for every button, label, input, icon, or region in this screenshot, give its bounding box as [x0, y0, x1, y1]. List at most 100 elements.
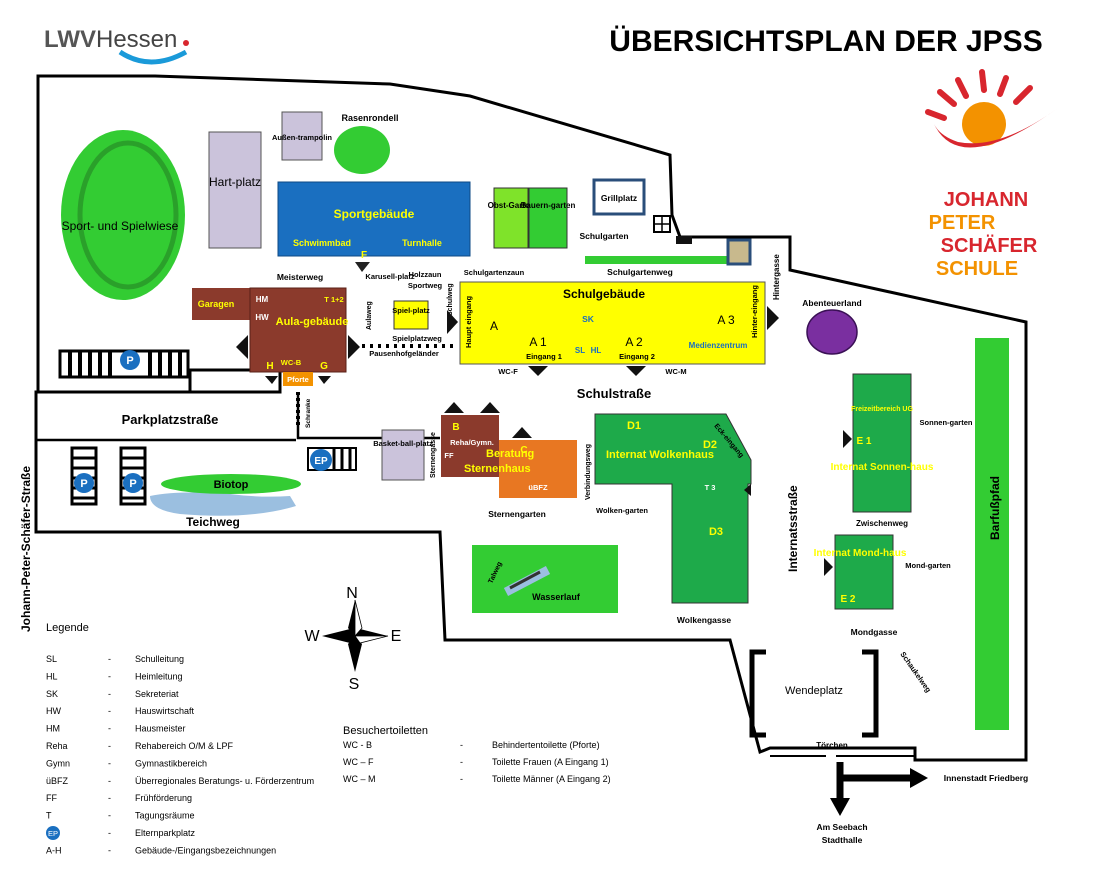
legend-dash: -	[460, 774, 463, 784]
svg-text:P: P	[80, 478, 87, 490]
legend-dash: -	[108, 724, 111, 734]
legend-dash: -	[108, 793, 111, 803]
svg-text:FF: FF	[444, 451, 454, 460]
aussentrampolin	[281, 111, 323, 161]
svg-text:Spiel-platz: Spiel-platz	[392, 306, 430, 315]
lwv-logo-text: LWVHessen	[44, 26, 177, 53]
svg-text:Meisterweg: Meisterweg	[277, 272, 323, 282]
svg-text:Stadthalle: Stadthalle	[822, 835, 863, 845]
svg-text:Schulgartenzaun: Schulgartenzaun	[464, 268, 525, 277]
legend-desc: Sekreteriat	[135, 689, 179, 699]
svg-text:Schulgebäude: Schulgebäude	[563, 287, 645, 301]
svg-text:Schulgartenweg: Schulgartenweg	[607, 267, 673, 277]
svg-text:Wasserlauf: Wasserlauf	[532, 592, 581, 602]
svg-text:SL: SL	[575, 346, 585, 355]
svg-text:Schranke: Schranke	[305, 398, 312, 428]
legend-dash: -	[108, 845, 111, 855]
internat-sonnenhaus	[852, 373, 912, 513]
svg-text:D1: D1	[627, 420, 641, 432]
aulagebaeude	[249, 287, 347, 373]
legend-desc: Rehabereich O/M & LPF	[135, 741, 234, 751]
arrow-innenstadt	[836, 762, 912, 782]
legend-dash: -	[108, 811, 111, 821]
svg-text:Schulweg: Schulweg	[447, 283, 454, 316]
abenteuerland	[806, 309, 858, 355]
garagen	[192, 288, 252, 320]
svg-text:Mond-garten: Mond-garten	[905, 561, 951, 570]
sportgebaeude	[277, 181, 471, 257]
legend-abbr: HW	[46, 706, 61, 716]
turnhalle-label: Turnhalle	[402, 238, 442, 248]
compass-rose-icon	[322, 599, 389, 672]
svg-text:B: B	[452, 422, 459, 433]
hintergasse-label: Hintergasse	[772, 254, 781, 300]
svg-text:E 1: E 1	[856, 436, 871, 447]
legend-abbr: Reha	[46, 741, 68, 751]
legend-dash: -	[108, 706, 111, 716]
svg-text:Grillplatz: Grillplatz	[601, 193, 637, 203]
svg-text:Wolkengasse: Wolkengasse	[677, 615, 731, 625]
hartplatz-label: Hart-platz	[209, 175, 261, 189]
svg-text:D3: D3	[709, 526, 723, 538]
svg-text:Innenstadt Friedberg: Innenstadt Friedberg	[944, 773, 1029, 783]
svg-text:Aula-gebäude: Aula-gebäude	[276, 316, 349, 328]
svg-text:Obst-Garten: Obst-Garten	[488, 201, 535, 210]
parkplatzstrasse-label: Parkplatzstraße	[122, 412, 219, 427]
svg-text:Medienzentrum: Medienzentrum	[689, 341, 748, 350]
legend-dash: -	[108, 776, 111, 786]
pforte	[283, 372, 313, 386]
svg-text:Eingang 1: Eingang 1	[526, 352, 562, 361]
svg-text:N: N	[346, 585, 358, 602]
svg-text:Reha/Gymn.: Reha/Gymn.	[450, 438, 494, 447]
svg-text:Internat Mond-haus: Internat Mond-haus	[814, 548, 907, 559]
legend-abbr: HL	[46, 671, 58, 681]
elternparkplatz-icon	[310, 449, 332, 471]
schulgartenweg	[585, 256, 730, 264]
parking-icon	[123, 473, 143, 493]
internat-wolkenhaus	[594, 413, 752, 604]
biotop	[161, 474, 301, 494]
svg-text:WC-F: WC-F	[498, 367, 518, 376]
inner-boundary	[36, 392, 440, 442]
svg-text:Sternengarten: Sternengarten	[488, 509, 546, 519]
toilet-abbr: WC – M	[343, 774, 376, 784]
legend-desc: Hauswirtschaft	[135, 706, 195, 716]
toilets-title: Besuchertoiletten	[343, 725, 428, 737]
svg-text:C: C	[520, 445, 527, 456]
site-boundary	[34, 74, 1028, 762]
svg-text:Am Seebach: Am Seebach	[816, 822, 867, 832]
legend-dash: -	[108, 828, 111, 838]
aussentrampolin-label: Außen-trampolin	[272, 133, 332, 142]
wendeplatz	[749, 649, 879, 738]
legend-abbr: FF	[46, 793, 57, 803]
legend-desc: Gebäude-/Eingangsbezeichnungen	[135, 845, 276, 855]
svg-text:Internatsstraße: Internatsstraße	[786, 485, 800, 572]
svg-text:Karusell-platz: Karusell-platz	[365, 272, 414, 281]
svg-text:Aulaweg: Aulaweg	[366, 301, 373, 330]
svg-text:Hinter-eingang: Hinter-eingang	[750, 285, 759, 338]
legend-desc: Hausmeister	[135, 724, 186, 734]
svg-text:Spielplatzweg: Spielplatzweg	[392, 334, 442, 343]
svg-text:SCHULE: SCHULE	[936, 258, 1018, 280]
legend-title: Legende	[46, 622, 89, 634]
svg-text:A 3: A 3	[717, 313, 735, 327]
grillplatz	[592, 178, 646, 216]
svg-text:Barfußpfad: Barfußpfad	[988, 476, 1002, 540]
parking-icon	[120, 350, 140, 370]
svg-text:Sternenhaus: Sternenhaus	[464, 463, 531, 475]
toilet-abbr: WC – F	[343, 757, 374, 767]
parking-icon	[74, 473, 94, 493]
legend-dash: -	[108, 741, 111, 751]
svg-text:Basket-ball-platz: Basket-ball-platz	[373, 439, 433, 448]
internat-mondhaus	[834, 534, 894, 610]
legend-abbr: EP	[48, 829, 58, 838]
svg-text:Haupt eingang: Haupt eingang	[464, 295, 473, 348]
svg-text:üBFZ: üBFZ	[528, 483, 548, 492]
svg-text:D2: D2	[703, 439, 717, 451]
toilet-abbr: WC - B	[343, 740, 372, 750]
elternparkplatz	[307, 447, 357, 471]
sport-wiese-label: Sport- und Spielwiese	[62, 219, 179, 233]
svg-text:E: E	[391, 628, 402, 645]
svg-text:Internat Sonnen-haus: Internat Sonnen-haus	[831, 462, 934, 473]
